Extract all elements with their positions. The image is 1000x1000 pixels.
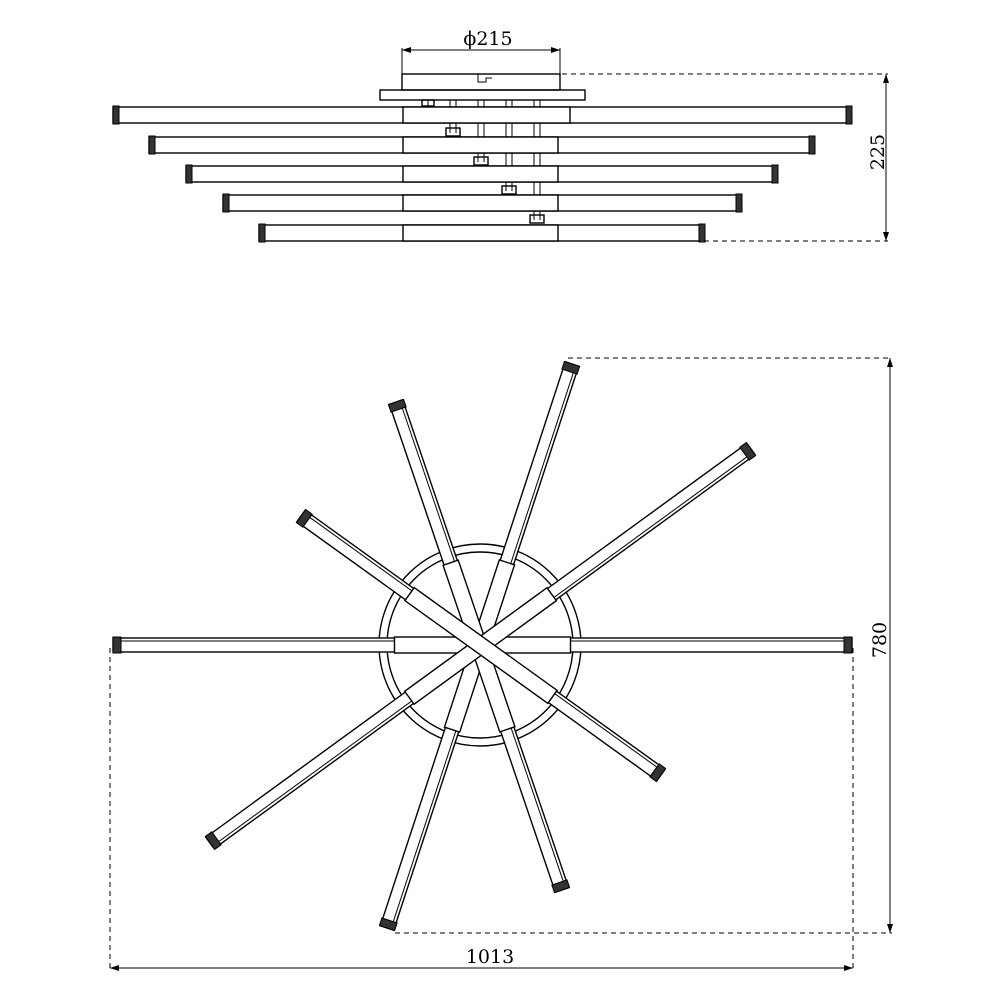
depth-label: 780	[869, 622, 891, 658]
rod-end-cap	[739, 441, 757, 461]
rod-end-cap	[204, 831, 222, 851]
rod-end-cap	[649, 763, 667, 783]
rod-end-cap	[551, 879, 571, 894]
width-label: 1013	[466, 946, 514, 968]
rod-end-cap	[843, 636, 853, 654]
rod-end-cap	[112, 636, 122, 654]
canopy-diameter-label: ϕ215	[463, 28, 512, 50]
rod-end-cap	[561, 360, 581, 375]
plan-view: 780 1013	[109, 357, 893, 971]
plan-light-bars	[112, 360, 853, 932]
rod-end-cap	[378, 917, 398, 932]
side-view: ϕ215	[112, 28, 889, 243]
height-label: 225	[867, 134, 889, 170]
plan-light-bar	[295, 508, 667, 783]
rod-end-cap	[387, 398, 407, 413]
rod-end-cap	[295, 508, 313, 528]
canopy-plate	[379, 89, 586, 101]
side-light-bars	[112, 105, 853, 243]
